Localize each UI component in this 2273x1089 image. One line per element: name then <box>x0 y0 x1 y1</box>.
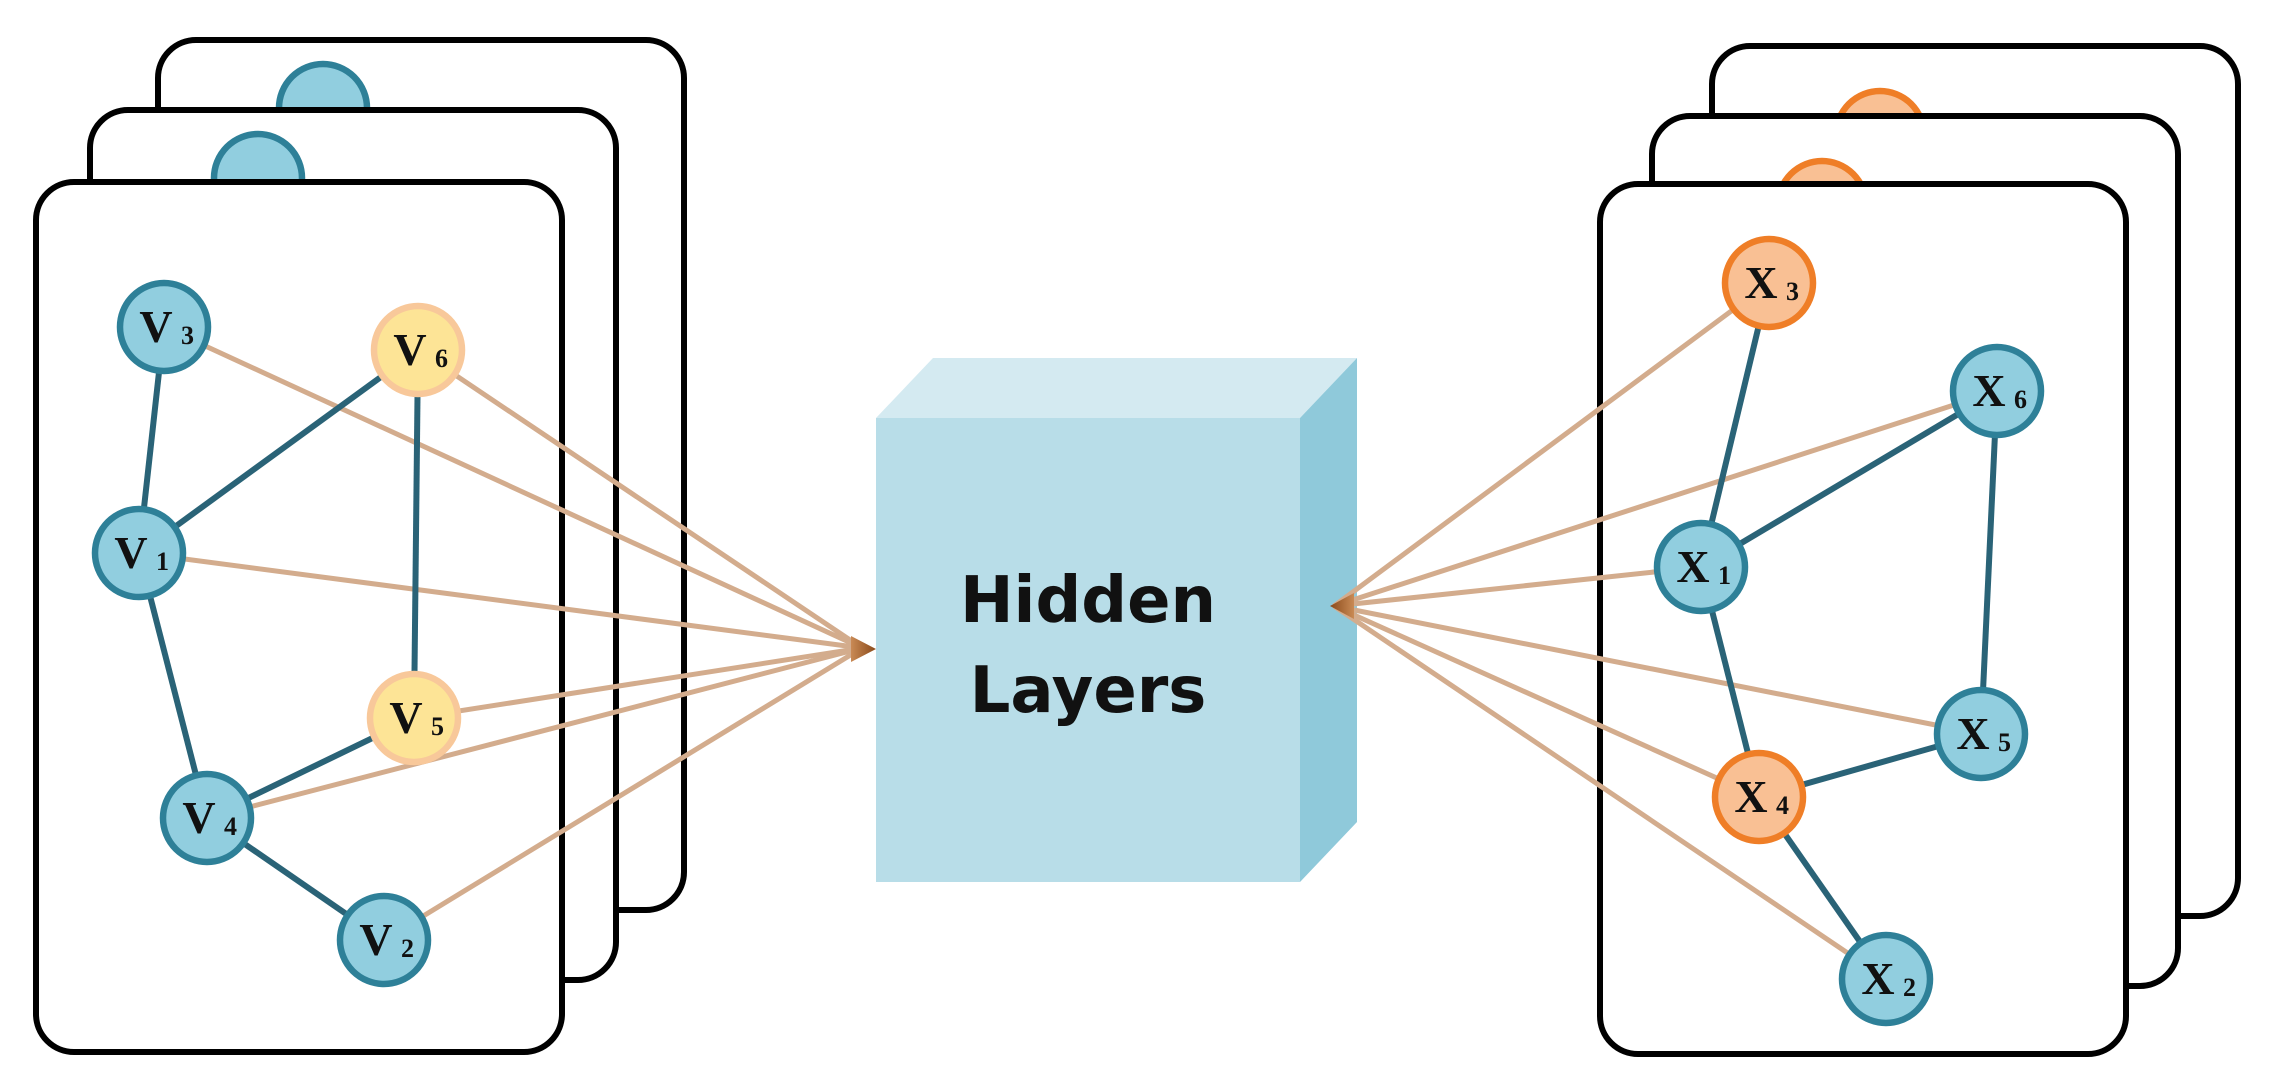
output-card-front <box>1597 181 2129 1057</box>
link-v3-to-hidden <box>162 324 864 651</box>
graph-edge-x3-x1 <box>1698 282 1772 568</box>
node-v4-subscript: 4 <box>224 812 237 841</box>
link-hidden-to-x3 <box>1332 280 1771 609</box>
output-arrow-tip <box>1330 593 1354 619</box>
link-v2-to-hidden <box>382 645 864 943</box>
graph-edge-x1-x6 <box>1699 388 1999 570</box>
cube-side-face <box>1300 358 1357 882</box>
node-v3-letter: V <box>139 301 172 352</box>
input-arrow-tip <box>851 636 876 662</box>
node-x5-subscript: 5 <box>1998 728 2011 757</box>
node-v6-subscript: 6 <box>435 344 448 373</box>
node-v5-subscript: 5 <box>431 712 444 741</box>
link-hidden-to-x5 <box>1333 603 1982 737</box>
node-v3-circle <box>116 279 212 375</box>
node-x1-letter: X <box>1676 541 1709 592</box>
output-card-stack <box>1597 43 2241 1057</box>
cube-front-face <box>876 418 1300 882</box>
node-x5-circle <box>1933 686 2029 782</box>
node-v5-circle <box>366 670 462 766</box>
node-x1-circle <box>1653 519 1749 615</box>
cube-top-face <box>876 358 1357 418</box>
input-card-front <box>33 179 565 1055</box>
link-v6-to-hidden <box>416 347 864 651</box>
graph-edge-x6-x5 <box>1978 390 2000 735</box>
node-v2-circle <box>336 892 432 988</box>
node-x4-letter: X <box>1734 771 1767 822</box>
hidden-layers-label-line1: Hidden <box>960 564 1216 638</box>
graph-edge-v1-v6 <box>137 347 420 556</box>
hidden-to-output-links <box>1332 280 1998 982</box>
node-v3-subscript: 3 <box>181 321 194 350</box>
node-v2-subscript: 2 <box>401 934 414 963</box>
hidden-layers-cube: Hidden Layers <box>876 358 1357 882</box>
node-x4-circle <box>1711 749 1807 845</box>
node-x1-subscript: 1 <box>1718 561 1731 590</box>
node-v1-letter: V <box>114 527 147 578</box>
link-hidden-to-x2 <box>1332 603 1888 982</box>
graph-edge-v6-v5 <box>411 349 421 719</box>
link-hidden-to-x1 <box>1333 564 1702 609</box>
link-hidden-to-x6 <box>1333 388 1998 609</box>
node-v1-subscript: 1 <box>156 547 169 576</box>
node-x2-subscript: 2 <box>1903 973 1916 1002</box>
node-x6-circle <box>1949 343 2045 439</box>
link-v1-to-hidden <box>138 550 863 651</box>
node-v5-letter: V <box>389 692 422 743</box>
node-v4-letter: V <box>182 792 215 843</box>
node-x4-subscript: 4 <box>1776 791 1789 820</box>
link-hidden-to-x4 <box>1332 603 1761 800</box>
input-to-hidden-links <box>138 324 864 943</box>
node-x3-subscript: 3 <box>1786 277 1799 306</box>
link-v4-to-hidden <box>206 645 863 821</box>
link-v5-to-hidden <box>413 645 863 721</box>
node-x3-circle <box>1721 235 1817 331</box>
node-v6-circle <box>370 302 466 398</box>
hidden-layers-label-line2: Layers <box>970 654 1207 728</box>
node-v2-letter: V <box>359 914 392 965</box>
node-x6-subscript: 6 <box>2014 385 2027 414</box>
node-x6-letter: X <box>1972 365 2005 416</box>
node-v1-circle <box>91 505 187 601</box>
node-x2-circle <box>1838 931 1934 1027</box>
node-v4-circle <box>159 770 255 866</box>
node-x2-letter: X <box>1861 953 1894 1004</box>
node-x3-letter: X <box>1744 257 1777 308</box>
node-v6-letter: V <box>393 324 426 375</box>
node-x5-letter: X <box>1956 708 1989 759</box>
